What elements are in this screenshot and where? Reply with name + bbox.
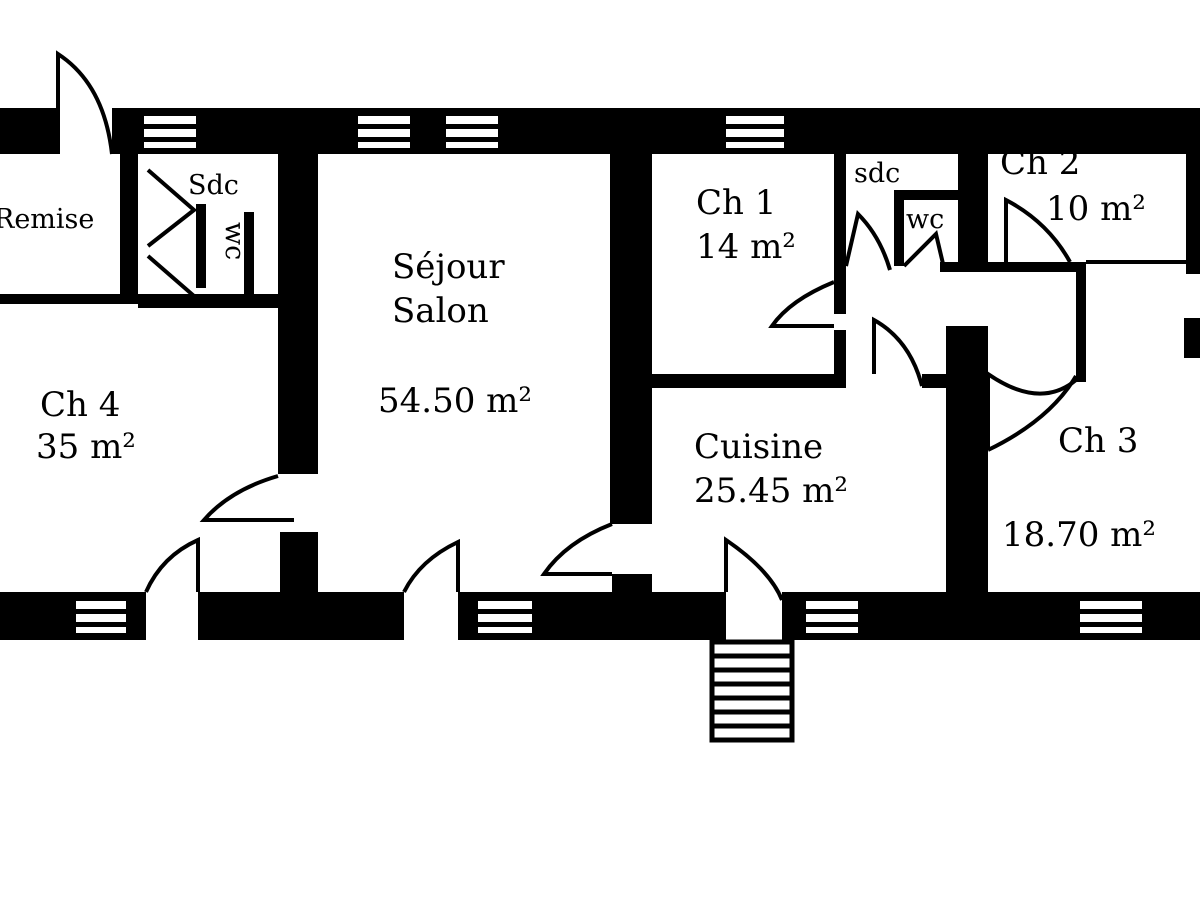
wall-wc-top xyxy=(894,190,960,200)
room-label-sdc-left: Sdc xyxy=(188,170,239,201)
room-label-sejour-line1: Séjour xyxy=(392,247,505,287)
window-top-4 xyxy=(726,116,784,148)
wall-remise-bottom xyxy=(0,294,140,304)
room-label-sejour-line2: Salon xyxy=(392,291,489,331)
room-label-sdc-right: sdc xyxy=(854,158,900,189)
window-bottom-2 xyxy=(478,601,532,633)
door-ch3-arc xyxy=(987,374,1078,452)
window-bottom-4 xyxy=(1080,601,1142,633)
wall-wc-left xyxy=(196,204,206,288)
room-area-ch2: 10 m² xyxy=(1046,189,1146,229)
room-area-sejour: 54.50 m² xyxy=(378,381,532,421)
wall-sejour-left-upper xyxy=(278,154,318,474)
wall-wc-left-right xyxy=(894,190,904,266)
room-label-ch3: Ch 3 xyxy=(1058,421,1138,461)
room-area-ch1: 14 m² xyxy=(696,227,796,267)
window-bottom-3 xyxy=(806,601,858,633)
wall-sejour-left-lower xyxy=(280,532,318,592)
window-top-2 xyxy=(358,116,410,148)
top-wall-main xyxy=(112,108,1200,154)
door-ch4-sejour xyxy=(199,474,294,522)
door-sdc-right xyxy=(844,210,892,271)
outer-walls xyxy=(0,108,1200,640)
wall-cuisine-top-right xyxy=(922,374,948,388)
door-main-entrance xyxy=(724,536,784,601)
doors xyxy=(56,50,1186,601)
door-cuisine-sejour xyxy=(540,522,613,576)
room-label-wc-left: wc xyxy=(219,222,250,260)
wall-ch3-right-stub xyxy=(1184,318,1200,358)
room-label-ch1: Ch 1 xyxy=(696,183,776,223)
window-bottom-1 xyxy=(76,601,126,633)
room-area-cuisine: 25.45 m² xyxy=(694,471,848,511)
wall-ch2-bottom xyxy=(940,262,1080,272)
wall-sejour-right-foot xyxy=(612,574,652,592)
room-area-ch3: 18.70 m² xyxy=(1002,515,1156,555)
window-top-1 xyxy=(144,116,196,148)
wall-sdc-bottom xyxy=(138,294,278,308)
door-wc-right xyxy=(902,230,946,269)
door-top-entrance xyxy=(56,50,114,155)
door-ch1 xyxy=(768,280,835,328)
door-sdc-left-2 xyxy=(146,254,196,298)
wall-ch3-door-frame xyxy=(1076,262,1086,382)
room-label-ch2: Ch 2 xyxy=(1000,143,1080,183)
wall-remise-right xyxy=(120,154,138,300)
room-label-wc-right: wc xyxy=(906,204,944,235)
room-label-ch4: Ch 4 xyxy=(40,385,120,425)
door-ch2 xyxy=(1004,196,1072,263)
room-label-cuisine: Cuisine xyxy=(694,427,823,467)
wall-sejour-right xyxy=(610,154,652,524)
door-sdc-left-1 xyxy=(146,168,198,248)
bottom-wall-seg2 xyxy=(198,592,404,640)
wall-ch2-left xyxy=(958,154,988,272)
wall-ch1-right-lower xyxy=(834,330,846,388)
wall-ch1-right xyxy=(834,154,846,314)
window-top-3 xyxy=(446,116,498,148)
room-area-ch4: 35 m² xyxy=(36,427,136,467)
interior-walls xyxy=(0,154,1200,592)
door-sejour-bottom xyxy=(402,538,460,593)
wall-wc-right xyxy=(244,212,254,294)
top-wall-left xyxy=(0,108,58,154)
wall-cuisine-right xyxy=(946,326,988,592)
door-cuisine-top xyxy=(872,316,924,387)
windows xyxy=(76,116,1142,633)
room-label-remise: Remise xyxy=(0,204,94,235)
door-ch4-bottom xyxy=(144,536,200,593)
wall-ch2-right xyxy=(1186,154,1200,274)
steps-outline xyxy=(709,639,795,743)
entrance-steps xyxy=(709,639,795,743)
wall-ch1-bottom xyxy=(652,374,842,388)
